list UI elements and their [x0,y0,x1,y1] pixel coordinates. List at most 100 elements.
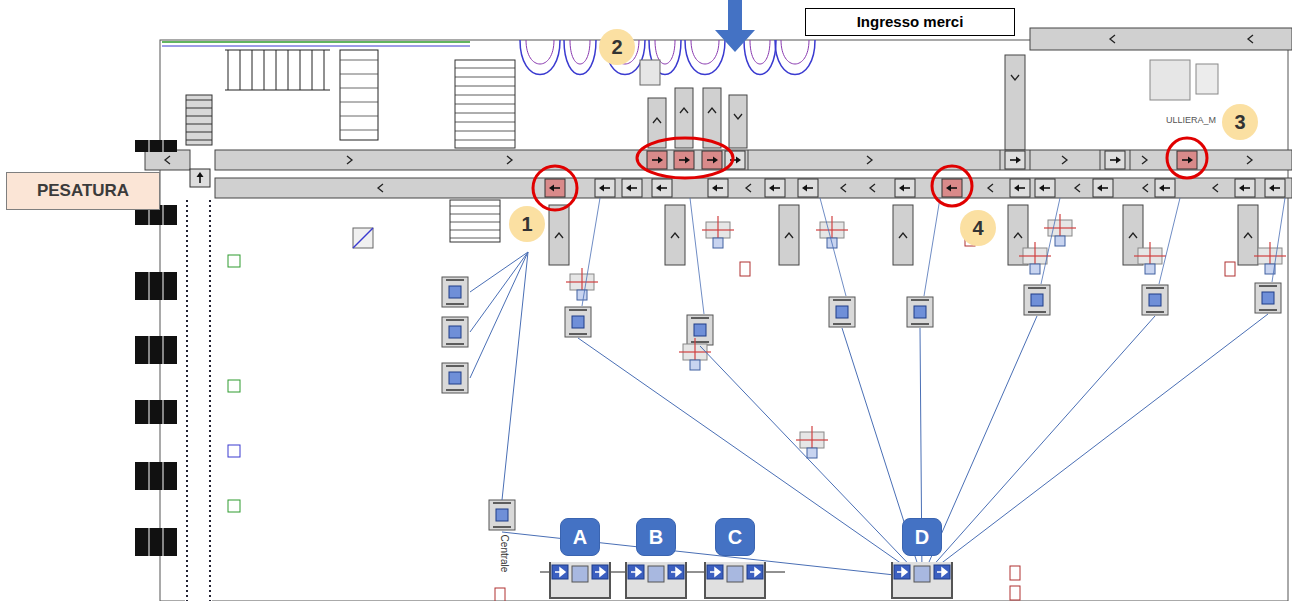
conveyor-chevron [1142,156,1147,164]
station-tag: D [902,518,942,556]
weighing-label: PESATURA [37,182,129,201]
guide-line [1159,198,1180,284]
workstation [1024,285,1050,315]
floor-curve [781,40,809,64]
workstation-bar [691,341,709,343]
machine-part [577,290,587,300]
railing [228,50,229,90]
workstation-core [449,326,461,338]
machine-part [807,448,817,458]
machine-symbol [1150,60,1190,100]
railing [225,90,330,91]
plan-label: ULLIERA_M [1166,116,1216,126]
floor-curve [564,40,596,75]
roller [186,100,212,101]
conveyor-cell [765,179,785,197]
floor-curve [691,40,719,64]
station-letter: B [649,526,663,548]
roller-edge [186,200,188,601]
workstation-bar [911,323,929,325]
transfer-cell [894,565,910,579]
machine-symbol [640,60,660,85]
stair-step [455,95,515,96]
cell-arrow [679,157,690,164]
conveyor-chevron [867,156,872,164]
rack-divider [149,272,150,300]
conveyor-chevron [347,156,352,164]
red-marker [1225,262,1235,276]
workstation-core [1031,294,1043,306]
transfer-arrow [897,568,907,576]
cell-arrow [197,172,204,183]
machine-cross [566,281,598,282]
transfer-cell [707,565,723,579]
railing [252,50,253,90]
workstation [442,363,468,393]
transfer-arrow [631,568,641,576]
cell-arrow [1039,185,1050,192]
conveyor-cell [1265,179,1285,197]
rack-divider [163,462,164,490]
transfer-station [892,562,952,598]
entrance-box: Ingresso merci [805,8,1015,36]
workstation-core [694,324,706,336]
highlight-circle [1167,138,1207,178]
conveyor [1005,55,1025,150]
machine-cross [796,439,828,440]
guide-line [922,316,1155,578]
machine-part [690,360,700,370]
conveyor-cell [647,151,667,169]
conveyor [1030,28,1292,50]
workstation [489,500,515,530]
red-marker [495,588,505,601]
workstation [442,317,468,347]
conveyor [729,95,747,148]
stair-step [455,131,515,132]
weighing-box: PESATURA [6,172,160,210]
rack-divider [149,336,150,364]
railing [312,50,313,90]
roller-head [186,95,212,145]
roller [186,116,212,117]
conveyor [215,178,1292,198]
conveyor-chevron [1248,35,1253,43]
room-line [340,130,378,131]
cell-arrow [1239,185,1250,192]
entry-arrow [715,0,755,52]
staircase [455,60,515,148]
conveyor-chevron [1213,184,1218,192]
guide-line [470,252,528,332]
conveyor-divider [1130,150,1131,170]
cell-arrow [549,185,560,192]
railing [264,50,265,90]
cell-arrow [802,185,813,192]
room-outline [340,50,378,140]
stair-step [455,77,515,78]
roller [186,140,212,141]
workstation-bar [1146,311,1164,313]
callout-number: 1 [521,213,532,235]
conveyor-divider [1000,150,1001,170]
conveyor [779,205,799,265]
conveyor-cell [1035,179,1055,197]
stair-step [455,104,515,105]
transfer-cell [934,565,950,579]
conveyor-cell [595,179,615,197]
cell-arrow [1097,185,1108,192]
stair-step [450,222,500,223]
conveyor-chevron [708,108,716,113]
storage-rack [135,462,177,490]
storage-rack [135,140,177,152]
station-letter: C [728,526,742,548]
highlight-circle [637,138,733,178]
workstation-core [449,286,461,298]
workstation [687,315,713,345]
guide-line [820,198,846,296]
rack-divider [163,272,164,300]
machine-cross [702,229,734,230]
conveyor-cell [1155,179,1175,197]
rack-divider [149,140,150,152]
conveyor-cell [652,179,672,197]
conveyor-cell [1005,151,1025,169]
